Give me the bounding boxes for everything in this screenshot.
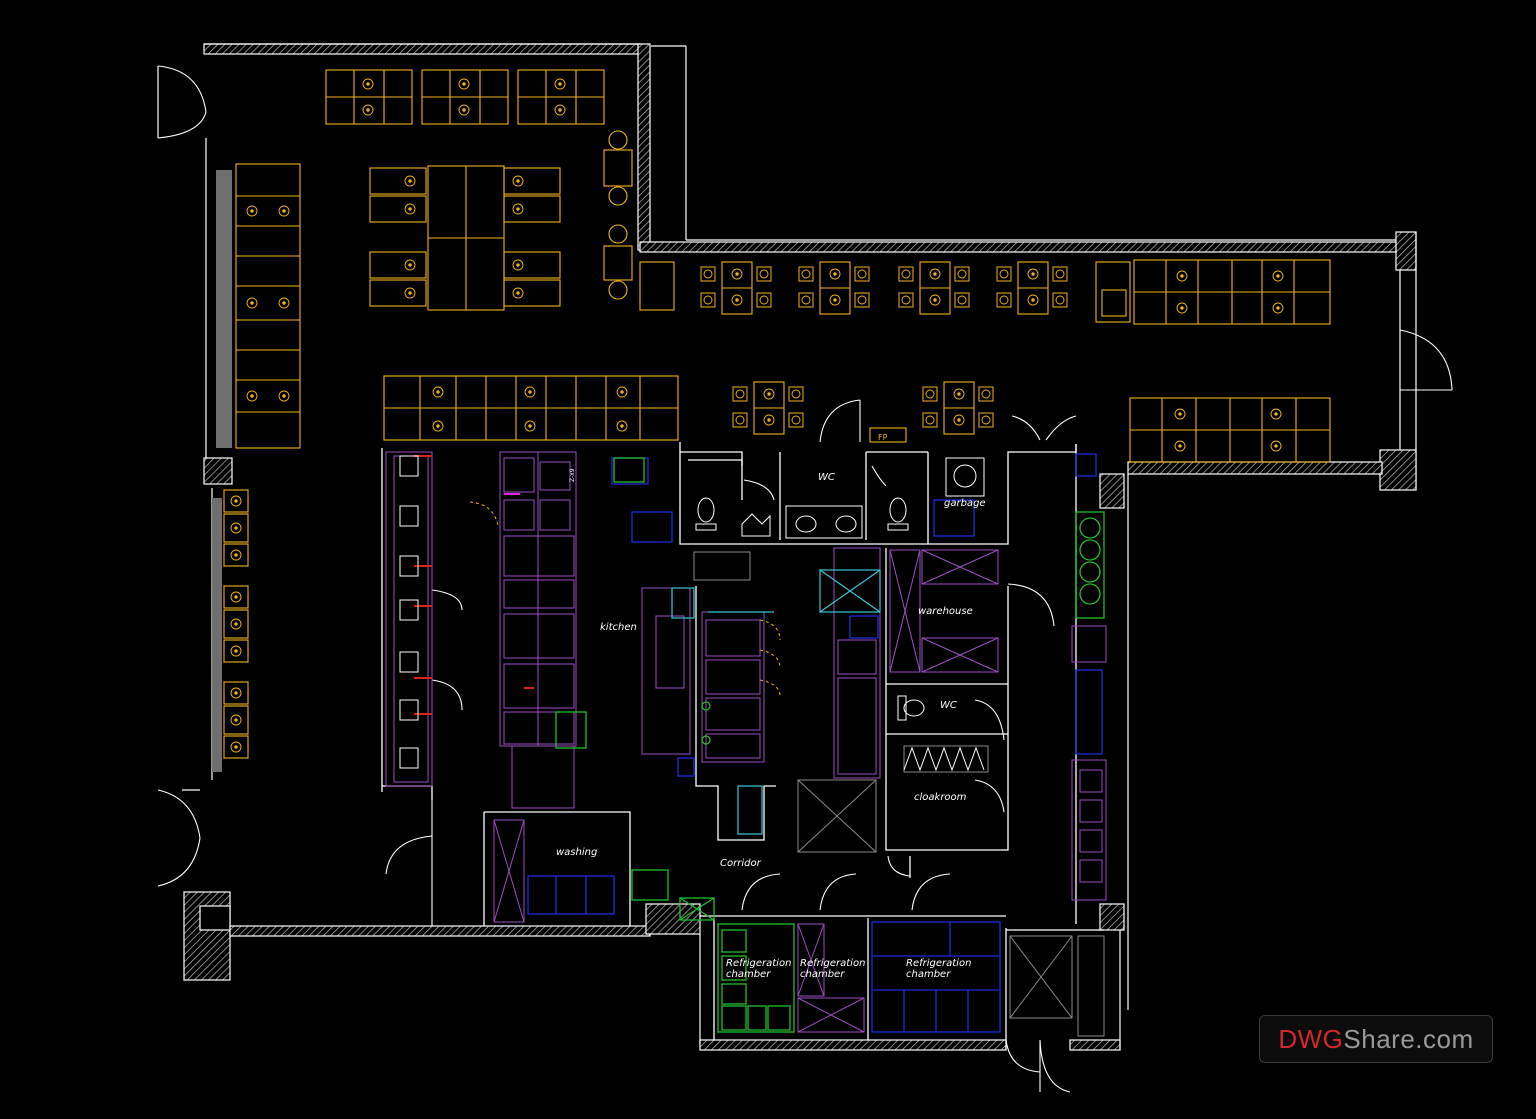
room-labels: WC garbage kitchen warehouse WC cloakroo… (556, 433, 986, 980)
label-refrigeration-2: Refrigeration (800, 958, 865, 969)
interior-walls (381, 442, 1104, 1040)
label-chamber-3: chamber (906, 969, 951, 980)
window-strips (212, 170, 232, 772)
fp-box (869, 427, 907, 443)
booth-group-top (325, 69, 605, 125)
swing-dashed (469, 501, 781, 697)
label-cloakroom: cloakroom (914, 792, 967, 803)
warehouse-storage (493, 549, 999, 1033)
label-wc-staff: WC (940, 700, 957, 711)
red-accents (414, 455, 534, 715)
long-tables-mid (369, 165, 561, 311)
label-refrigeration-3: Refrigeration (906, 958, 971, 969)
watermark-part2: Share.com (1343, 1023, 1474, 1054)
label-kitchen: kitchen (600, 622, 637, 633)
dining-area (223, 69, 1331, 759)
green-equipment (555, 457, 1105, 1033)
fixtures (399, 455, 985, 769)
lockers (903, 746, 985, 772)
blue-equipment (527, 453, 1103, 1033)
walls (157, 43, 1417, 1051)
kitchen-equipment (385, 451, 1107, 901)
label-garbage: garbage (944, 498, 986, 509)
label-refrigeration-1: Refrigeration (726, 958, 791, 969)
left-booth (235, 163, 301, 449)
label-chamber-1: chamber (726, 969, 771, 980)
stools-column (603, 130, 633, 300)
doors (157, 65, 1453, 1093)
four-top-tables (700, 261, 1068, 435)
booth-right (1095, 259, 1331, 463)
label-wc-top: WC (818, 472, 835, 483)
cyan-equipment (671, 569, 881, 835)
booth-mid (383, 375, 679, 441)
label-warehouse: warehouse (918, 606, 973, 617)
label-corridor: Corridor (720, 858, 762, 869)
left-tables (223, 489, 249, 759)
label-fp: FP (878, 433, 888, 442)
watermark-part1: DWG (1278, 1023, 1344, 1054)
grey-equipment (693, 551, 1105, 1037)
label-chamber-2: chamber (800, 969, 845, 980)
label-washing: washing (556, 847, 597, 858)
host-stand (639, 261, 675, 311)
label-kitchen-tag: Z-x9 (569, 468, 576, 482)
